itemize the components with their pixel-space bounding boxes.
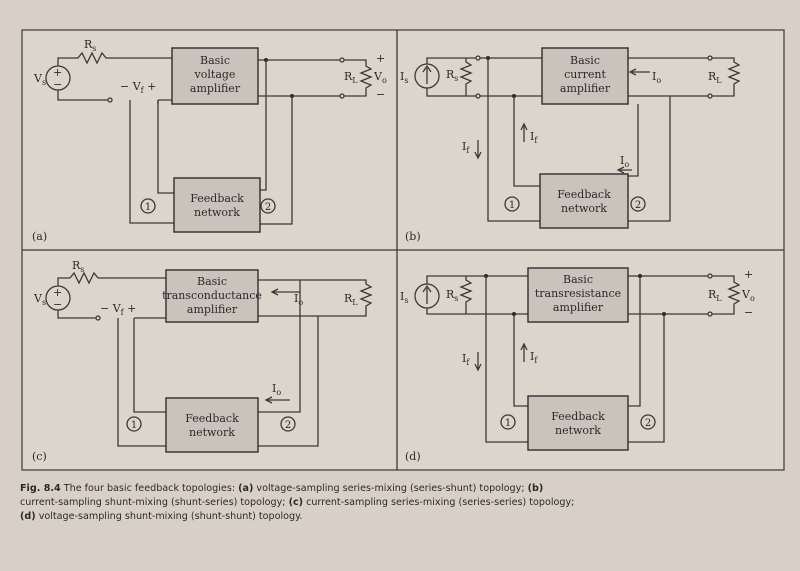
panel-d-port-1: 1 xyxy=(505,418,511,429)
svg-text:−: − xyxy=(53,298,62,311)
panel-b-amp-line-2: current xyxy=(564,68,606,81)
panel-d-rs-resistor xyxy=(459,276,473,314)
panel-c-rs-label: Rs xyxy=(72,259,84,274)
source-plus: + xyxy=(53,66,62,79)
panel-c-amp-line-1: Basic xyxy=(197,275,227,288)
panel-a-vo-label: Vo xyxy=(373,70,387,85)
panel-d-port-2: 2 xyxy=(645,418,651,429)
panel-b-io-label: Io xyxy=(652,70,661,85)
panel-b-if-label-1: If xyxy=(462,140,470,155)
panel-a-port-2: 2 xyxy=(265,202,271,213)
panel-a-tag: (a) xyxy=(32,230,47,243)
panel-a-rs-label: Rs xyxy=(84,38,96,53)
panel-c-port-2: 2 xyxy=(285,420,291,431)
panel-b-load-resistor xyxy=(712,57,741,97)
panel-b-rl-label: RL xyxy=(708,70,722,85)
panel-d-fb-line-1: Feedback xyxy=(551,410,605,423)
panel-a-rs-resistor xyxy=(57,51,110,66)
panel-b-port-1: 1 xyxy=(509,200,515,211)
panel-d-amp-line-1: Basic xyxy=(563,273,593,286)
panel-c: + − Vs Rs − Vf + Basic transconductance … xyxy=(32,259,373,463)
panel-d-feedback-block xyxy=(527,395,629,451)
svg-text:+: + xyxy=(376,52,385,65)
feedback-topologies-figure: + − Vs Rs − Vf + Basic voltage amplifier… xyxy=(21,29,785,471)
panel-b-fb-line-2: network xyxy=(561,202,607,215)
panel-a-load-resistor xyxy=(344,59,373,97)
panel-c-tag: (c) xyxy=(32,450,47,463)
panel-c-port-1: 1 xyxy=(131,420,137,431)
svg-text:−: − xyxy=(744,306,753,319)
panel-a-source-return xyxy=(57,90,108,101)
panel-c-feedback-block xyxy=(165,397,259,453)
panel-b-amp-line-1: Basic xyxy=(570,54,600,67)
panel-c-rl-label: RL xyxy=(344,292,358,307)
panel-a-amp-line-3: amplifier xyxy=(190,82,241,95)
panel-b-if-label-2: If xyxy=(530,130,538,145)
panel-d-amp-line-2: transresistance xyxy=(535,287,621,300)
panel-b-amp-line-3: amplifier xyxy=(560,82,611,95)
panel-a-amp-line-2: voltage xyxy=(194,68,236,81)
panel-c-rs-resistor xyxy=(57,271,166,286)
panel-d-if-label-1: If xyxy=(462,352,470,367)
panel-b-fb-line-1: Feedback xyxy=(557,188,611,201)
panel-a-amplifier-block xyxy=(171,47,259,105)
panel-b: Is Rs Basic current amplifier Io RL Io I… xyxy=(400,47,741,243)
panel-b-rs-label: Rs xyxy=(446,68,458,83)
panel-d: Is Rs Basic transresistance amplifier RL… xyxy=(400,267,755,463)
panel-c-io-label: Io xyxy=(294,292,303,307)
panel-a-amp-line-1: Basic xyxy=(200,54,230,67)
panel-d-rs-label: Rs xyxy=(446,288,458,303)
panel-d-tag: (d) xyxy=(405,450,421,463)
figure-caption: Fig. 8.4 The four basic feedback topolog… xyxy=(20,483,575,522)
panel-c-fb-line-2: network xyxy=(189,426,235,439)
panel-c-vf-label: − Vf + xyxy=(100,302,136,317)
panel-c-io-fb-label: Io xyxy=(272,382,281,397)
caption-fig-number: Fig. 8.4 xyxy=(20,483,61,494)
panel-c-amplifier-block xyxy=(165,269,259,323)
panel-b-rs-resistor xyxy=(459,58,473,96)
panel-b-feedback-block xyxy=(539,173,629,229)
panel-a-rl-label: RL xyxy=(344,70,358,85)
panel-a-vf-label: − Vf + xyxy=(120,80,156,95)
panel-b-amplifier-block xyxy=(541,47,629,105)
panel-d-source-label: Is xyxy=(400,290,408,305)
panel-c-load-resistor xyxy=(318,279,373,317)
panel-d-amplifier-block xyxy=(527,267,629,323)
panel-a-port-1: 1 xyxy=(145,202,151,213)
panel-d-vo-label: Vo xyxy=(741,288,755,303)
panel-a: + − Vs Rs − Vf + Basic voltage amplifier… xyxy=(32,38,387,243)
panel-d-amp-line-3: amplifier xyxy=(553,301,604,314)
panel-b-io-fb-label: Io xyxy=(620,154,629,169)
panel-c-amp-line-3: amplifier xyxy=(187,303,238,316)
panel-b-port-2: 2 xyxy=(635,200,641,211)
source-minus: − xyxy=(53,78,62,91)
panel-d-rl-label: RL xyxy=(708,288,722,303)
panel-a-feedback-block xyxy=(173,177,261,233)
panel-a-fb-line-2: network xyxy=(194,206,240,219)
panel-d-load-resistor xyxy=(712,275,741,315)
panel-c-source-label: Vs xyxy=(33,292,46,307)
panel-a-source-label: Vs xyxy=(33,72,46,87)
panel-a-fb-line-1: Feedback xyxy=(190,192,244,205)
panel-c-fb-line-1: Feedback xyxy=(185,412,239,425)
panel-c-amp-line-2: transconductance xyxy=(162,289,262,302)
panel-b-source-label: Is xyxy=(400,70,408,85)
panel-d-fb-line-2: network xyxy=(555,424,601,437)
svg-text:+: + xyxy=(744,268,753,281)
panel-b-tag: (b) xyxy=(405,230,421,243)
svg-text:+: + xyxy=(53,286,62,299)
panel-d-if-label-2: If xyxy=(530,350,538,365)
svg-text:−: − xyxy=(376,88,385,101)
